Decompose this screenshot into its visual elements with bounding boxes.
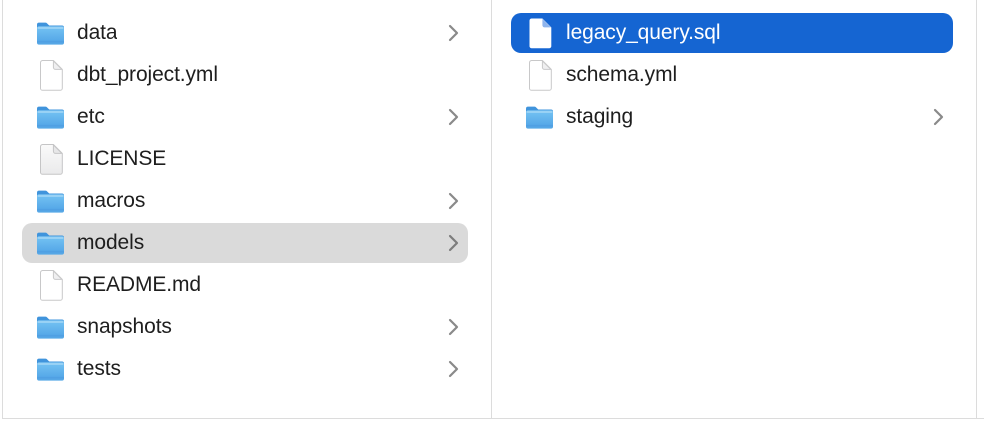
row-dbt-project-yml[interactable]: dbt_project.yml [22, 55, 468, 95]
document-icon [35, 143, 66, 175]
chevron-right-icon [448, 234, 459, 252]
file-label: models [77, 231, 145, 254]
pane-border-left [2, 0, 3, 419]
document-icon [35, 269, 66, 301]
chevron-right-icon [448, 192, 459, 210]
row-snapshots[interactable]: snapshots [22, 307, 468, 347]
document-icon [524, 59, 555, 91]
row-models[interactable]: models [22, 223, 468, 263]
row-data[interactable]: data [22, 13, 468, 53]
chevron-right-icon [448, 318, 459, 336]
file-label: README.md [77, 273, 201, 296]
chevron-right-icon [448, 360, 459, 378]
finder-column-1: data dbt_project.yml etc LICENSE macros … [3, 11, 491, 418]
file-label: tests [77, 357, 121, 380]
column-divider-2[interactable] [976, 0, 977, 419]
folder-icon [35, 105, 66, 130]
file-label: dbt_project.yml [77, 63, 218, 86]
file-label: staging [566, 105, 634, 128]
row-etc[interactable]: etc [22, 97, 468, 137]
folder-icon [35, 357, 66, 382]
file-label: snapshots [77, 315, 172, 338]
row-macros[interactable]: macros [22, 181, 468, 221]
file-label: macros [77, 189, 146, 212]
folder-icon [35, 315, 66, 340]
row-license[interactable]: LICENSE [22, 139, 468, 179]
document-icon [35, 59, 66, 91]
chevron-right-icon [933, 108, 944, 126]
row-schema-yml[interactable]: schema.yml [511, 55, 953, 95]
column-divider-1[interactable] [491, 0, 492, 419]
chevron-right-icon [448, 108, 459, 126]
folder-icon [35, 189, 66, 214]
row-tests[interactable]: tests [22, 349, 468, 389]
file-label: schema.yml [566, 63, 678, 86]
folder-icon [35, 231, 66, 256]
row-legacy-query-sql[interactable]: legacy_query.sql [511, 13, 953, 53]
file-label: legacy_query.sql [566, 21, 721, 44]
file-label: data [77, 21, 118, 44]
finder-column-2: legacy_query.sql schema.yml staging [492, 11, 976, 418]
row-staging[interactable]: staging [511, 97, 953, 137]
file-label: etc [77, 105, 105, 128]
file-label: LICENSE [77, 147, 167, 170]
pane-border-bottom [2, 418, 984, 419]
document-icon [524, 18, 555, 49]
folder-icon [35, 21, 66, 46]
folder-icon [524, 105, 555, 130]
chevron-right-icon [448, 24, 459, 42]
row-readme-md[interactable]: README.md [22, 265, 468, 305]
